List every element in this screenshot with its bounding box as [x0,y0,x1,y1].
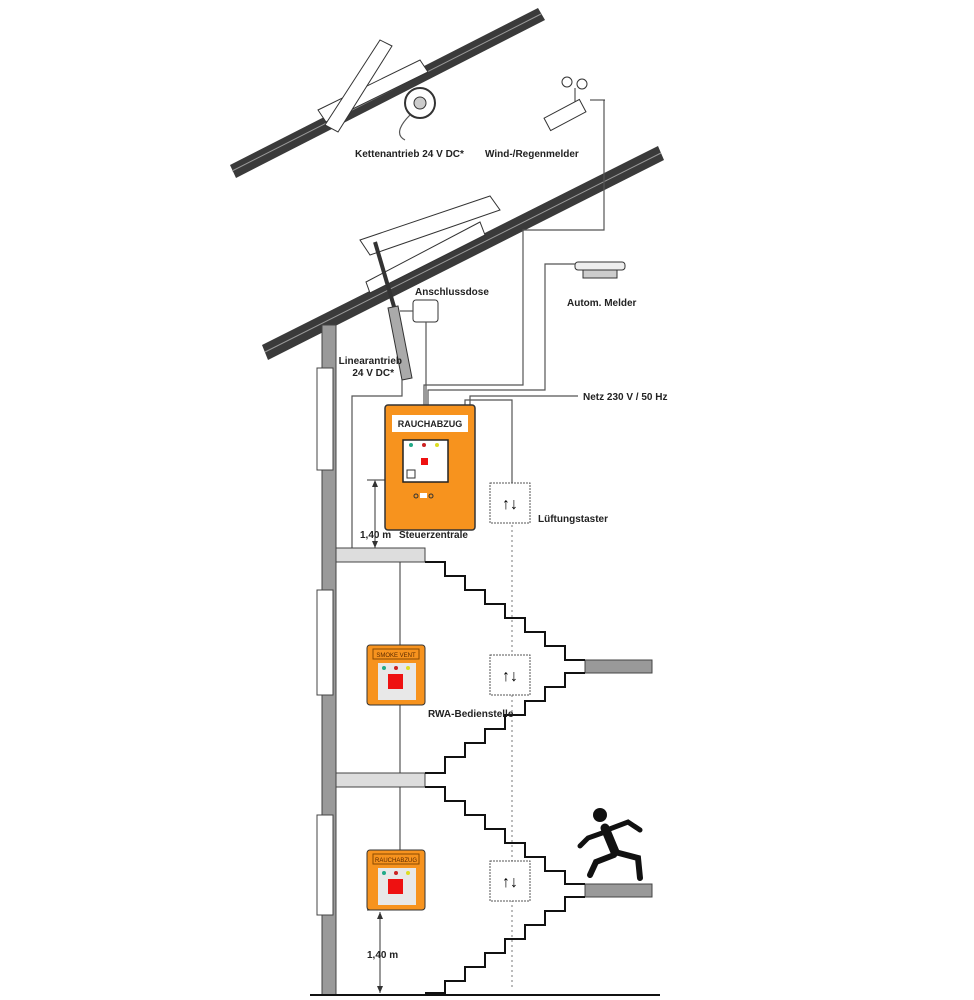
label-auto-detector: Autom. Melder [567,298,637,309]
floor-slab [335,547,426,563]
lower-skylight [359,195,501,381]
label-vent-button: Lüftungstaster [538,514,608,525]
height-marker [367,479,385,548]
label-rwa-station: RWA-Bedienstelle [428,709,514,720]
up-down-arrows-icon: ↑↓ [502,874,518,891]
vent-button[interactable]: ↑↓ [489,482,531,524]
junction-box-icon [412,299,439,323]
label-mains: Netz 230 V / 50 Hz [583,392,667,403]
trigger-button[interactable] [421,458,428,465]
label-control-unit: Steuerzentrale [399,530,468,541]
svg-text:RAUCHABZUG: RAUCHABZUG [375,858,417,864]
floor-slab [335,772,426,788]
svg-text:SMOKE VENT: SMOKE VENT [376,653,416,659]
label-height-1: 1,40 m [360,530,391,541]
trigger-button[interactable] [388,879,403,894]
emergency-exit-icon [577,808,643,881]
vent-button[interactable]: ↑↓ [489,860,531,902]
trigger-button[interactable] [388,674,403,689]
label-height-2: 1,40 m [367,950,398,961]
up-down-arrows-icon: ↑↓ [502,496,518,513]
landing [584,883,653,898]
label-chain-drive: Kettenantrieb 24 V DC* [355,149,464,160]
wind-rain-sensor-icon [543,76,605,132]
rwa-station-2[interactable]: RAUCHABZUG [366,849,426,911]
window [316,367,334,471]
landing [584,659,653,674]
label-linear-drive: Linearantrieb [339,356,402,367]
label-junction-box: Anschlussdose [415,287,489,298]
window [316,589,334,696]
rwa-station-1[interactable]: SMOKE VENT [366,644,426,706]
smoke-detector-icon [574,261,626,279]
label-linear-drive-voltage: 24 V DC* [352,368,394,379]
label-wind-rain-sensor: Wind-/Regenmelder [485,149,579,160]
staircase [425,561,585,994]
running-man-icon [406,469,416,479]
vent-button[interactable]: ↑↓ [489,654,531,696]
window [316,814,334,916]
linear-drive-icon [387,305,413,381]
upper-skylight [317,39,436,141]
up-down-arrows-icon: ↑↓ [502,668,518,685]
lower-roof [262,146,664,360]
control-unit[interactable]: RAUCHABZUG [384,404,476,531]
control-unit-title: RAUCHABZUG [398,419,463,429]
